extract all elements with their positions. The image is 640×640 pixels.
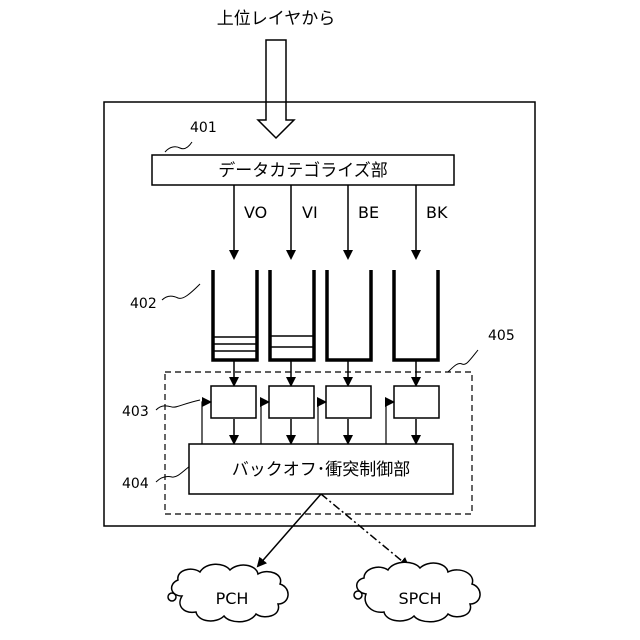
feedback-arrow <box>202 402 210 444</box>
access-unit-vi <box>269 386 314 418</box>
access-unit-bk <box>394 386 439 418</box>
arrow-to-pch <box>258 494 321 566</box>
queue-be <box>327 270 371 360</box>
queue-bk <box>394 270 438 360</box>
queue-vi <box>270 270 314 360</box>
feedback-arrow <box>386 402 393 444</box>
data-categorizer-label: データカテゴライズ部 <box>218 160 388 181</box>
ref-404: 404 <box>122 476 149 492</box>
spch-cloud-node <box>354 591 362 599</box>
channel-label-vi: VI <box>302 203 318 222</box>
leader-404 <box>156 466 190 482</box>
ref-405: 405 <box>488 328 515 344</box>
ref-402: 402 <box>130 296 157 312</box>
spch-label: SPCH <box>398 589 441 608</box>
leader-403 <box>156 400 200 410</box>
queue-vo-body <box>213 270 257 360</box>
pch-label: PCH <box>216 589 249 608</box>
channel-label-be: BE <box>358 203 379 222</box>
backoff-collision-label: バックオフ･衝突制御部 <box>232 460 411 480</box>
input-label: 上位レイヤから <box>217 9 336 29</box>
input-arrow <box>258 40 294 138</box>
queue-vo <box>213 270 257 360</box>
leader-405 <box>448 350 478 372</box>
leader-402 <box>162 284 200 300</box>
ref-403: 403 <box>122 404 149 420</box>
channel-label-vo: VO <box>244 203 267 222</box>
leader-401 <box>165 142 192 152</box>
feedback-arrow <box>318 402 325 444</box>
feedback-arrow <box>261 402 268 444</box>
access-unit-vo <box>211 386 256 418</box>
channel-label-bk: BK <box>426 203 448 222</box>
pch-cloud-node <box>168 593 176 601</box>
access-unit-be <box>326 386 371 418</box>
arrow-to-spch <box>321 494 408 566</box>
ref-401: 401 <box>190 120 217 136</box>
